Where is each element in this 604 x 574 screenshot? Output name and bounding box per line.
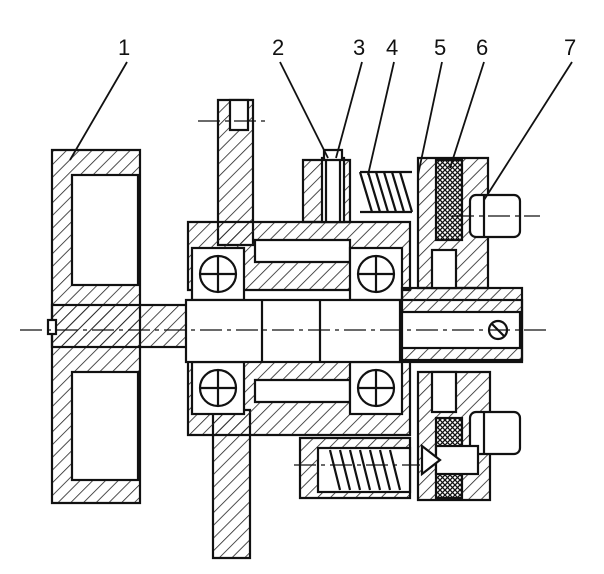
callout-1: 1 — [118, 35, 130, 60]
part-4-spring-top — [358, 170, 414, 214]
bearing-left-top — [190, 246, 246, 302]
mounting-bracket — [211, 98, 255, 560]
callout-labels: 1 2 3 4 5 6 7 — [118, 35, 576, 60]
bearing-left-bottom — [190, 360, 246, 416]
centerlines — [20, 120, 548, 466]
bearing-right-bottom — [348, 360, 404, 416]
callout-4: 4 — [386, 35, 398, 60]
part-2-3-screw-boss — [301, 148, 352, 224]
part-1-fan-wheel — [46, 148, 189, 505]
callout-7: 7 — [564, 35, 576, 60]
bearing-right-top — [348, 246, 404, 302]
callout-3: 3 — [353, 35, 365, 60]
shaft — [184, 286, 524, 364]
bottom-spring-assembly — [298, 436, 480, 500]
leader-lines — [69, 61, 573, 201]
callout-2: 2 — [272, 35, 284, 60]
callout-5: 5 — [434, 35, 446, 60]
callout-6: 6 — [476, 35, 488, 60]
